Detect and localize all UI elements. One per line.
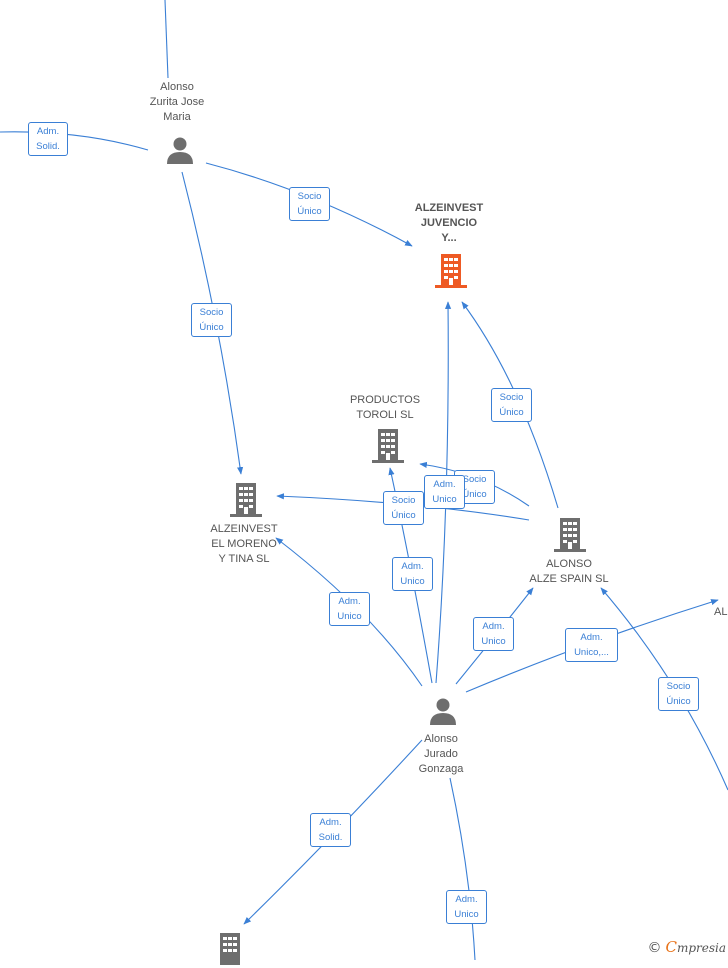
brand-initial: C [665,938,677,956]
edge-label-adm-unico-more[interactable]: Adm. Unico,... [565,628,618,662]
edge-label-socio-unico[interactable]: Socio Único [383,491,424,525]
building-icon-toroli[interactable] [371,428,405,464]
edge-label-adm-solid[interactable]: Adm. Solid. [28,122,68,156]
node-label-alonso-alze[interactable]: ALONSO ALZE SPAIN SL [529,558,609,585]
copyright-symbol: © [647,940,662,956]
building-icon-highlight[interactable] [434,253,468,289]
edge-label-socio-unico[interactable]: Socio Único [191,303,232,337]
empresia-logo: ©Cmpresia [647,938,726,956]
edge-zurita-top [164,0,169,79]
building-icon-alze[interactable] [553,517,587,553]
edge-label-adm-unico[interactable]: Adm. Unico [329,592,370,626]
node-label-offscreen-right[interactable]: AL [714,606,728,618]
edge-label-adm-unico[interactable]: Adm. Unico [473,617,514,651]
edge-label-socio-unico[interactable]: Socio Único [658,677,699,711]
building-icon-moreno[interactable] [229,482,263,518]
person-icon[interactable] [428,696,458,726]
node-label-alzeinvest-juvencio[interactable]: ALZEINVEST JUVENCIO Y... [414,202,484,244]
building-icon-bottom[interactable] [213,932,247,968]
edge-label-socio-unico[interactable]: Socio Único [491,388,532,422]
brand-name: mpresia [676,941,726,955]
edge-label-socio-unico[interactable]: Socio Único [289,187,330,221]
person-icon[interactable] [165,135,195,165]
edge-jurado-bottom [449,777,476,960]
edge-label-adm-unico[interactable]: Adm. Unico [392,557,433,591]
edge-solid-left-zurita [0,131,149,151]
node-label-alonso-jurado[interactable]: Alonso Jurado Gonzaga [418,733,464,775]
node-label-productos-toroli[interactable]: PRODUCTOS TOROLI SL [349,394,421,421]
node-label-alzeinvest-moreno[interactable]: ALZEINVEST EL MORENO Y TINA SL [210,523,278,565]
edge-label-adm-unico[interactable]: Adm. Unico [424,475,465,509]
edge-label-adm-solid[interactable]: Adm. Solid. [310,813,351,847]
node-label-alonso-zurita[interactable]: Alonso Zurita Jose Maria [149,81,205,123]
edge-label-adm-unico[interactable]: Adm. Unico [446,890,487,924]
